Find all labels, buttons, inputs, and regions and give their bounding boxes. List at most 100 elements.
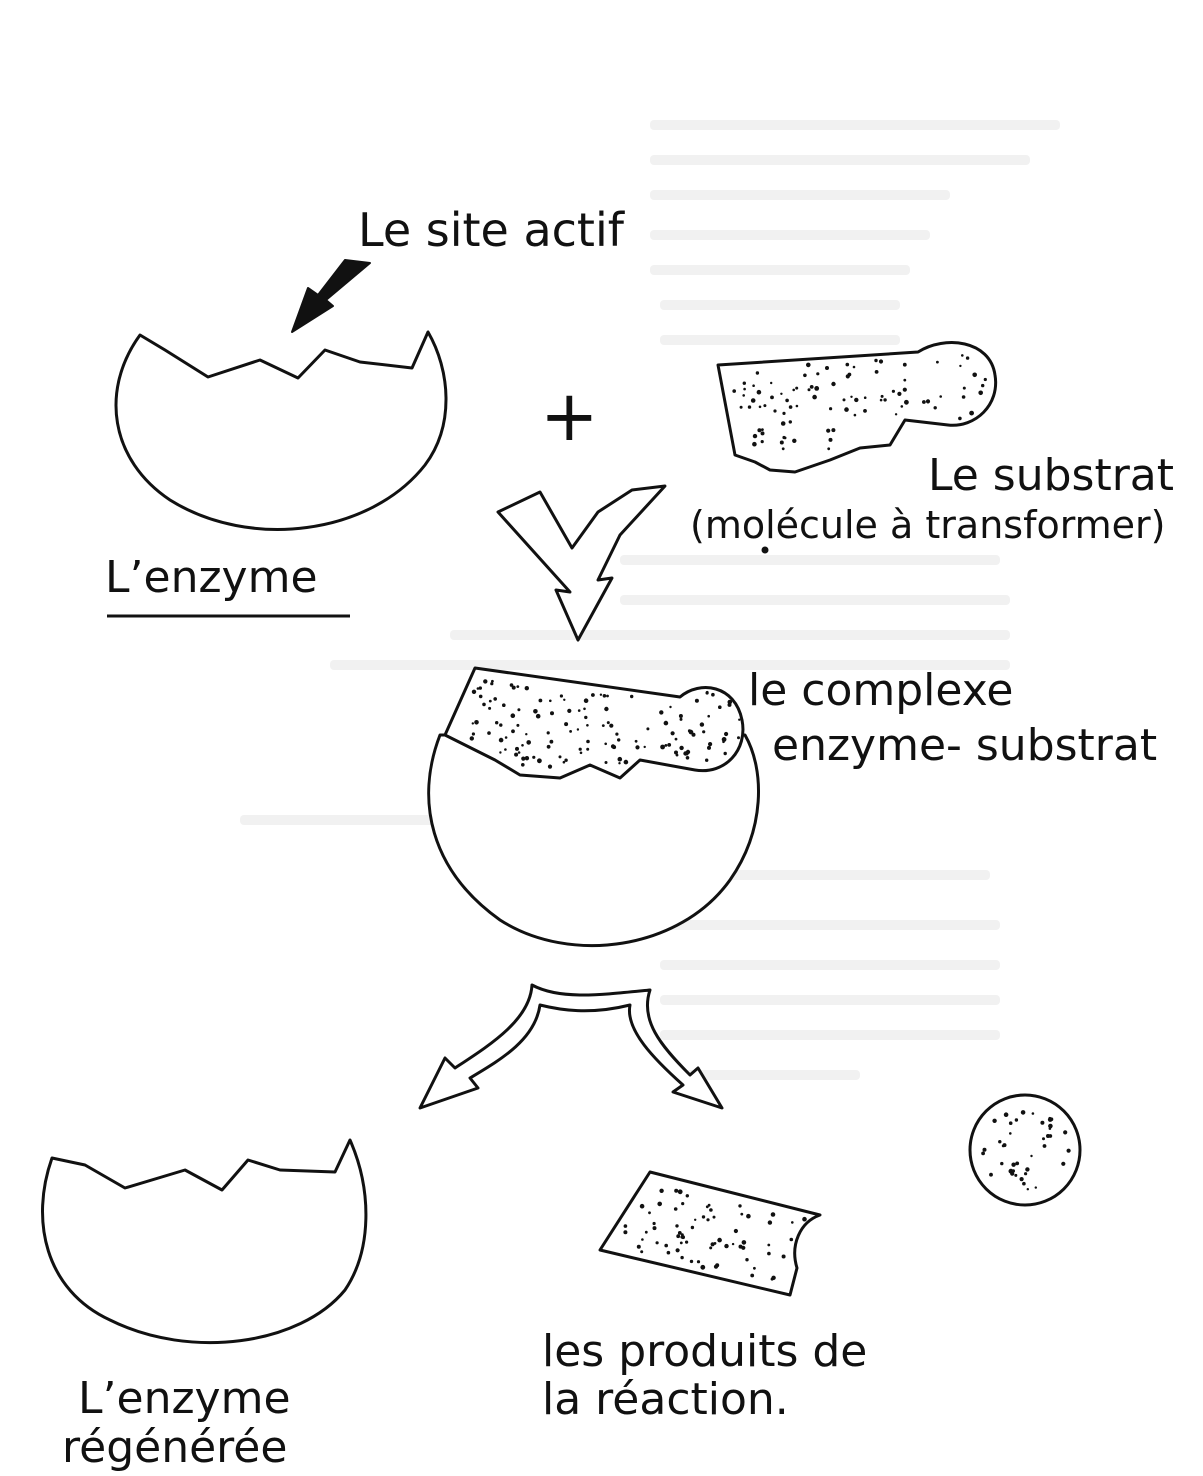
stipple-dot bbox=[961, 354, 964, 357]
stipple-dot bbox=[738, 719, 740, 721]
stipple-dot bbox=[1048, 1124, 1053, 1129]
arrow-down-left-icon bbox=[292, 260, 370, 332]
stipple-dot bbox=[826, 429, 830, 433]
stipple-dot bbox=[659, 1189, 663, 1193]
stipple-dot bbox=[694, 1219, 696, 1221]
stipple-dot bbox=[525, 686, 529, 690]
stipple-dot bbox=[690, 1260, 693, 1263]
stipple-dot bbox=[753, 434, 757, 438]
stipple-dot bbox=[864, 396, 867, 399]
stipple-dot bbox=[903, 388, 907, 392]
stipple-dot bbox=[667, 743, 671, 747]
stipple-dot bbox=[505, 736, 508, 739]
stipple-dot bbox=[732, 1243, 734, 1245]
stipple-dot bbox=[504, 748, 507, 751]
stipple-dot bbox=[812, 395, 817, 400]
stipple-dot bbox=[624, 1224, 628, 1228]
stipple-dot bbox=[966, 356, 969, 359]
stipple-dot bbox=[1030, 1155, 1032, 1157]
stipple-dot bbox=[903, 363, 907, 367]
stipple-dot bbox=[743, 382, 746, 385]
stipple-dot bbox=[780, 441, 784, 445]
enzyme-shape bbox=[116, 332, 446, 529]
stipple-dot bbox=[1014, 1174, 1017, 1177]
stipple-dot bbox=[853, 366, 856, 369]
stipple-dot bbox=[548, 765, 552, 769]
stipple-dot bbox=[803, 374, 807, 378]
stipple-dot bbox=[808, 388, 811, 391]
stipple-dot bbox=[502, 703, 506, 707]
stipple-dot bbox=[757, 428, 761, 432]
stipple-dot bbox=[583, 708, 586, 711]
stipple-dot bbox=[510, 683, 514, 687]
stipple-dot bbox=[702, 730, 705, 733]
stipple-dot bbox=[635, 740, 638, 743]
stipple-dot bbox=[959, 365, 961, 367]
stipple-dot bbox=[586, 724, 589, 727]
stipple-dot bbox=[706, 1218, 709, 1221]
stipple-dot bbox=[897, 392, 901, 396]
stipple-dot bbox=[488, 707, 491, 710]
stipple-dot bbox=[780, 393, 782, 395]
stipple-dot bbox=[1040, 1121, 1044, 1125]
stipple-dot bbox=[706, 691, 709, 694]
stipple-dot bbox=[635, 745, 639, 749]
stipple-dot bbox=[707, 746, 711, 750]
stipple-dot bbox=[472, 690, 476, 694]
stipple-dot bbox=[474, 720, 479, 725]
stipple-dot bbox=[640, 1204, 645, 1209]
stipple-dot bbox=[724, 752, 727, 755]
stipple-dot bbox=[686, 756, 690, 760]
stipple-dot bbox=[713, 1216, 716, 1219]
stipple-dot bbox=[883, 398, 886, 401]
stipple-dot bbox=[1035, 1186, 1037, 1188]
stipple-dot bbox=[615, 733, 618, 736]
stipple-dot bbox=[936, 361, 939, 364]
complex-label-line1: le complexe bbox=[748, 665, 1013, 716]
product-sphere-shape bbox=[970, 1095, 1080, 1205]
stipple-dot bbox=[569, 730, 572, 733]
stipple-dot bbox=[665, 744, 668, 747]
stipple-dot bbox=[1024, 1172, 1027, 1175]
stipple-dot bbox=[770, 396, 774, 400]
stipple-dot bbox=[789, 420, 792, 423]
stipple-dot bbox=[901, 405, 904, 408]
complex-label-line2: enzyme- substrat bbox=[772, 720, 1157, 771]
stipple-dot bbox=[796, 405, 799, 408]
stipple-dot bbox=[1012, 1169, 1015, 1172]
stipple-dot bbox=[516, 724, 519, 727]
stipple-dot bbox=[843, 398, 846, 401]
stipple-dot bbox=[711, 693, 715, 697]
stipple-dot bbox=[770, 382, 772, 384]
stipple-dot bbox=[564, 759, 567, 762]
stipple-dot bbox=[1015, 1118, 1018, 1121]
stipple-dot bbox=[1004, 1112, 1009, 1117]
stipple-dot bbox=[795, 387, 798, 390]
stipple-dot bbox=[763, 404, 766, 407]
stipple-dot bbox=[972, 373, 977, 378]
stipple-dot bbox=[742, 1240, 747, 1245]
stipple-dot bbox=[686, 1194, 689, 1197]
stipple-dot bbox=[748, 405, 751, 408]
stipple-dot bbox=[1022, 1182, 1026, 1186]
stipple-dot bbox=[751, 398, 756, 403]
stipple-dot bbox=[685, 1241, 688, 1244]
stipple-dot bbox=[656, 1241, 659, 1244]
active-site-label: Le site actif bbox=[358, 203, 626, 257]
stipple-dot bbox=[567, 709, 571, 713]
stipple-dot bbox=[536, 714, 541, 719]
stipple-dot bbox=[939, 395, 942, 398]
stipple-dot bbox=[1043, 1144, 1047, 1148]
stipple-dot bbox=[756, 371, 759, 374]
stipple-dot bbox=[752, 442, 757, 447]
stipple-dot bbox=[846, 363, 850, 367]
stipple-dot bbox=[745, 1258, 748, 1261]
stipple-dot bbox=[740, 406, 743, 409]
stipple-dot bbox=[676, 1234, 680, 1238]
stipple-dot bbox=[511, 713, 516, 718]
stipple-dot bbox=[560, 694, 563, 697]
stipple-dot bbox=[761, 428, 764, 431]
stipple-dot bbox=[792, 389, 795, 392]
stipple-dot bbox=[969, 411, 974, 416]
stipple-dot bbox=[926, 399, 930, 403]
